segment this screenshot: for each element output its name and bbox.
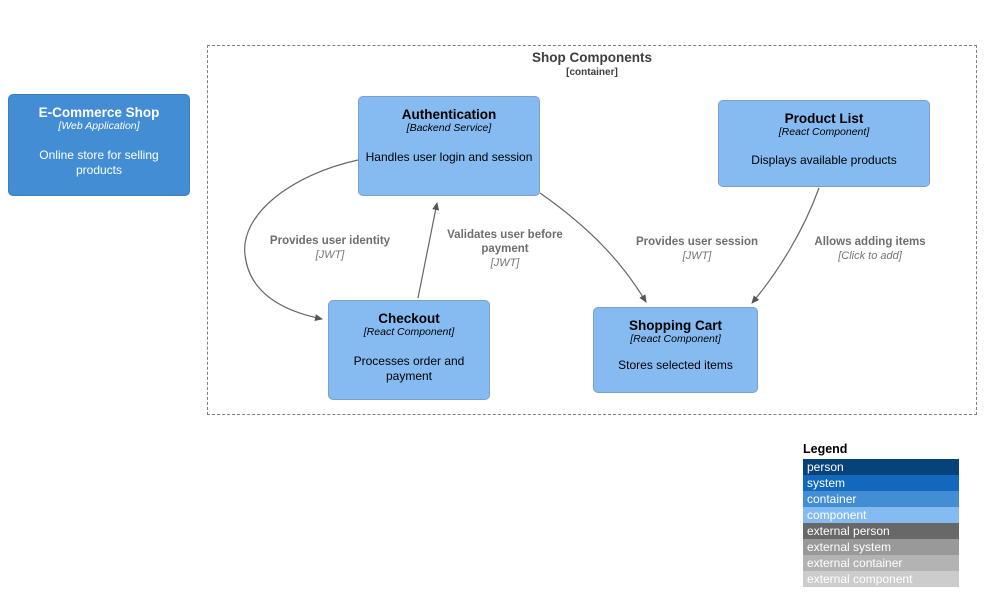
edge-label-provides-user-session: Provides user session [JWT] bbox=[617, 235, 777, 263]
legend-item-external-component: external component bbox=[803, 571, 959, 587]
node-shopping-cart[interactable]: Shopping Cart [React Component] Stores s… bbox=[593, 307, 758, 393]
node-description: Processes order and payment bbox=[353, 354, 465, 383]
node-subtitle: [Web Application] bbox=[58, 120, 140, 132]
node-title: Product List bbox=[784, 111, 864, 126]
node-title: Shopping Cart bbox=[629, 318, 722, 333]
boundary-shop-components: Shop Components [container] bbox=[207, 45, 977, 415]
node-description: Online store for selling products bbox=[39, 148, 159, 177]
boundary-subtitle: [container] bbox=[566, 67, 618, 78]
node-subtitle: [Backend Service] bbox=[406, 122, 492, 134]
node-description: Handles user login and session bbox=[365, 150, 533, 164]
node-subtitle: [React Component] bbox=[363, 326, 455, 338]
edge-label-allows-adding-items: Allows adding items [Click to add] bbox=[790, 235, 950, 263]
node-description: Stores selected items bbox=[618, 358, 733, 372]
node-subtitle: [React Component] bbox=[630, 333, 721, 345]
edge-label-technology: [JWT] bbox=[682, 250, 712, 262]
legend-item-external-person: external person bbox=[803, 523, 959, 539]
node-subtitle: [React Component] bbox=[778, 126, 870, 138]
edge-label-technology: [Click to add] bbox=[838, 250, 902, 262]
legend-item-external-container: external container bbox=[803, 555, 959, 571]
node-product-list[interactable]: Product List [React Component] Displays … bbox=[718, 100, 930, 187]
edge-label-provides-user-identity: Provides user identity [JWT] bbox=[240, 234, 420, 262]
edge-label-text: Provides user session bbox=[635, 236, 759, 248]
legend-item-system: system bbox=[803, 475, 959, 491]
edge-label-text: Provides user identity bbox=[269, 235, 391, 247]
node-ecommerce-shop[interactable]: E-Commerce Shop [Web Application] Online… bbox=[8, 94, 190, 196]
legend-title: Legend bbox=[803, 442, 848, 456]
edge-label-text: Allows adding items bbox=[814, 236, 926, 248]
node-title: E-Commerce Shop bbox=[38, 105, 160, 120]
edge-label-technology: [JWT] bbox=[315, 249, 345, 261]
node-title: Checkout bbox=[378, 311, 440, 326]
edge-label-technology: [JWT] bbox=[490, 257, 520, 269]
legend: Legend person system container component… bbox=[803, 442, 959, 587]
node-checkout[interactable]: Checkout [React Component] Processes ord… bbox=[328, 300, 490, 400]
boundary-title: Shop Components bbox=[532, 50, 652, 65]
node-description: Displays available products bbox=[751, 153, 897, 167]
legend-item-external-system: external system bbox=[803, 539, 959, 555]
legend-item-component: component bbox=[803, 507, 959, 523]
node-title: Authentication bbox=[401, 107, 497, 122]
legend-item-person: person bbox=[803, 459, 959, 475]
edge-label-text: Validates user before payment bbox=[447, 229, 563, 255]
node-authentication[interactable]: Authentication [Backend Service] Handles… bbox=[358, 96, 540, 196]
legend-item-container: container bbox=[803, 491, 959, 507]
edge-label-validates-user: Validates user before payment [JWT] bbox=[425, 228, 585, 270]
